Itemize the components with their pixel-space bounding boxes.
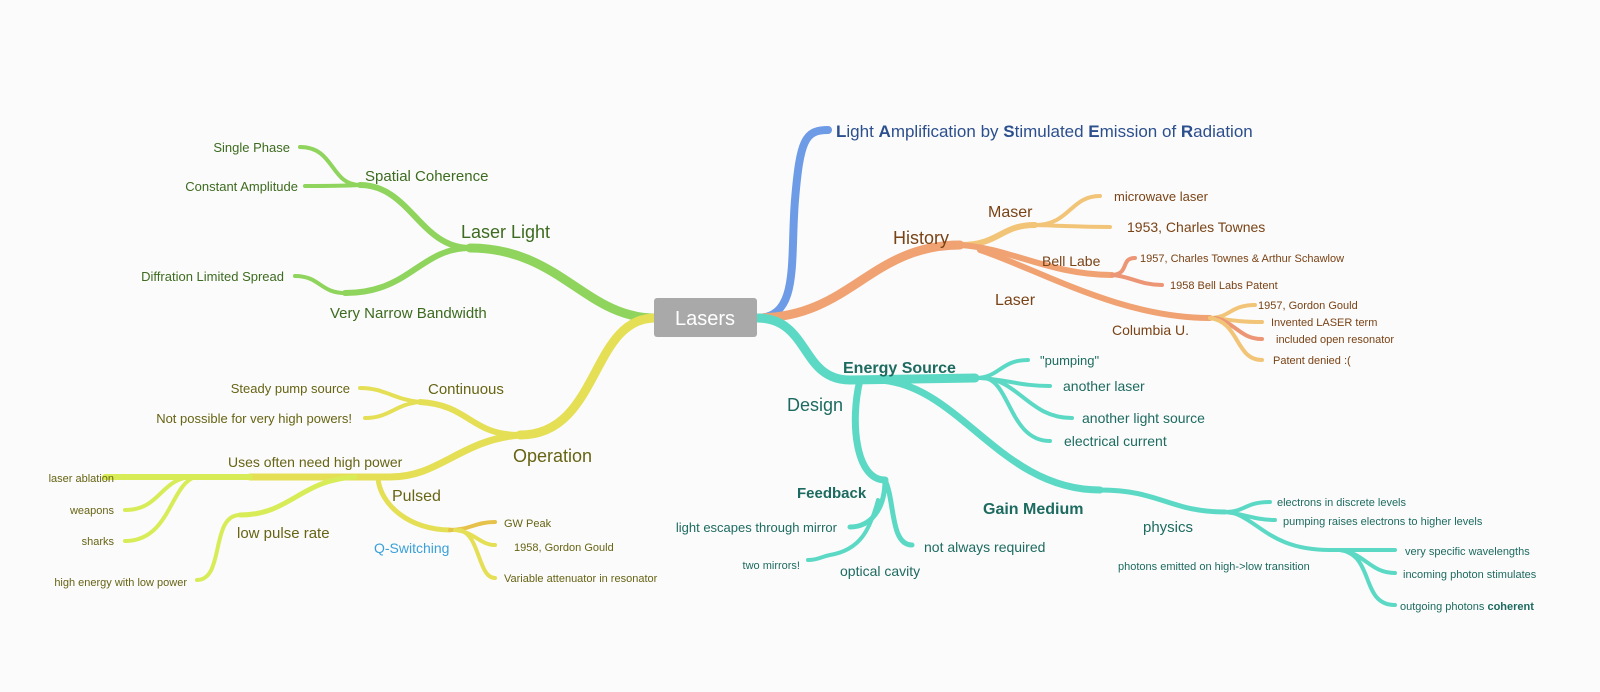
node-1953-townes[interactable]: 1953, Charles Townes <box>1127 219 1265 235</box>
node-photons-emitted[interactable]: photons emitted on high->low transition <box>1118 561 1310 573</box>
node-sharks[interactable]: sharks <box>82 536 115 548</box>
node-gain-medium[interactable]: Gain Medium <box>983 501 1083 518</box>
node-constant-amplitude[interactable]: Constant Amplitude <box>185 179 298 194</box>
node-spatial-coherence[interactable]: Spatial Coherence <box>365 168 488 185</box>
node-variable-attenuator[interactable]: Variable attenuator in resonator <box>504 573 658 585</box>
node-not-possible[interactable]: Not possible for very high powers! <box>156 411 352 426</box>
node-laser[interactable]: Laser <box>995 292 1036 309</box>
node-columbia[interactable]: Columbia U. <box>1112 322 1189 338</box>
node-laser-light[interactable]: Laser Light <box>461 222 550 242</box>
central-node-box[interactable] <box>654 298 757 337</box>
node-patent-denied[interactable]: Patent denied :( <box>1273 355 1351 367</box>
node-invented-term[interactable]: Invented LASER term <box>1271 317 1377 329</box>
node-weapons[interactable]: weapons <box>69 505 115 517</box>
node-specific-wavelengths[interactable]: very specific wavelengths <box>1405 546 1530 558</box>
node-outgoing-photons[interactable]: outgoing photons coherent <box>1400 601 1534 613</box>
node-steady-pump[interactable]: Steady pump source <box>231 381 350 396</box>
node-another-light-source[interactable]: another light source <box>1082 410 1205 426</box>
node-low-pulse-rate[interactable]: low pulse rate <box>237 525 330 542</box>
node-operation[interactable]: Operation <box>513 446 592 466</box>
node-pumping-raises[interactable]: pumping raises electrons to higher level… <box>1283 516 1483 528</box>
node-1958-bell-patent[interactable]: 1958 Bell Labs Patent <box>1170 280 1278 292</box>
node-1957-gould[interactable]: 1957, Gordon Gould <box>1258 300 1358 312</box>
branch-design: Design Energy Source "pumping" another l… <box>676 313 1537 613</box>
node-q-switching[interactable]: Q-Switching <box>374 540 449 556</box>
node-acronym[interactable]: Light Amplification by Stimulated Emissi… <box>836 122 1253 141</box>
node-physics[interactable]: physics <box>1143 519 1193 536</box>
branch-history: History Maser microwave laser 1953, Char… <box>752 189 1394 367</box>
node-very-narrow-bandwidth[interactable]: Very Narrow Bandwidth <box>330 305 487 322</box>
node-optical-cavity[interactable]: optical cavity <box>840 563 920 579</box>
central-node[interactable]: Lasers <box>654 298 757 337</box>
branch-operation: Operation Continuous Steady pump source … <box>49 313 660 589</box>
node-light-escapes[interactable]: light escapes through mirror <box>676 520 838 535</box>
node-pulsed[interactable]: Pulsed <box>392 488 441 505</box>
node-electrons-discrete[interactable]: electrons in discrete levels <box>1277 497 1407 509</box>
node-feedback[interactable]: Feedback <box>797 485 867 502</box>
node-another-laser[interactable]: another laser <box>1063 378 1145 394</box>
node-high-energy[interactable]: high energy with low power <box>54 577 187 589</box>
node-pumping[interactable]: "pumping" <box>1040 353 1099 368</box>
node-maser[interactable]: Maser <box>988 204 1033 221</box>
branch-acronym: Light Amplification by Stimulated Emissi… <box>753 122 1253 322</box>
node-electrical-current[interactable]: electrical current <box>1064 433 1167 449</box>
node-design[interactable]: Design <box>787 395 843 415</box>
node-not-always-required[interactable]: not always required <box>924 539 1045 555</box>
node-history[interactable]: History <box>893 228 949 248</box>
node-bell-labe[interactable]: Bell Labe <box>1042 253 1101 269</box>
node-two-mirrors[interactable]: two mirrors! <box>743 560 800 572</box>
node-1958-gould[interactable]: 1958, Gordon Gould <box>514 542 614 554</box>
node-continuous[interactable]: Continuous <box>428 381 504 398</box>
node-gw-peak[interactable]: GW Peak <box>504 518 552 530</box>
node-energy-source[interactable]: Energy Source <box>843 360 956 377</box>
node-incoming-photon[interactable]: incoming photon stimulates <box>1403 569 1537 581</box>
node-laser-ablation[interactable]: laser ablation <box>49 473 114 485</box>
node-single-phase[interactable]: Single Phase <box>213 140 290 155</box>
node-diffraction-limited[interactable]: Diffration Limited Spread <box>141 269 284 284</box>
node-open-resonator[interactable]: included open resonator <box>1276 334 1394 346</box>
central-node-label[interactable]: Lasers <box>675 308 735 330</box>
branch-laser-light: Laser Light Spatial Coherence Single Pha… <box>141 140 660 323</box>
node-uses-high-power[interactable]: Uses often need high power <box>228 454 403 470</box>
node-1957-townes-schawlow[interactable]: 1957, Charles Townes & Arthur Schawlow <box>1140 253 1344 265</box>
node-microwave-laser[interactable]: microwave laser <box>1114 189 1209 204</box>
